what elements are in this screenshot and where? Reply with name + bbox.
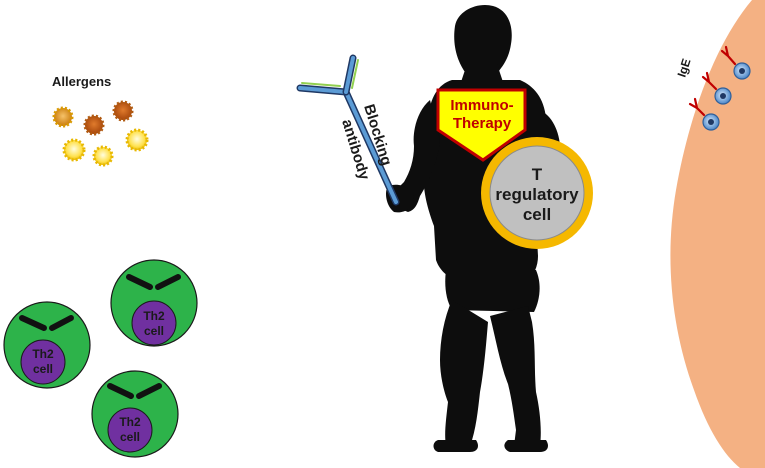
ige-receptor-1	[720, 45, 751, 80]
allergen-particle	[112, 100, 134, 122]
allergen-particle	[92, 145, 114, 167]
th2-label-line1: Th2	[143, 309, 165, 323]
allergen-particles	[52, 100, 149, 167]
th2-label-line2: cell	[33, 362, 53, 376]
allergen-particle	[52, 106, 74, 128]
th2-label-line2: cell	[120, 430, 140, 444]
mast-cell	[670, 0, 765, 468]
th2-label-line1: Th2	[32, 347, 54, 361]
th2-cell-3: Th2 cell	[91, 370, 179, 458]
ige-receptor-2	[701, 71, 732, 105]
ige-receptor-3	[688, 97, 720, 131]
treg-label-line1: T	[532, 165, 543, 184]
ige-receptor-group	[688, 45, 751, 131]
th2-label-line1: Th2	[119, 415, 141, 429]
treg-label-line3: cell	[523, 205, 551, 224]
th2-cell-2: Th2 cell	[110, 259, 198, 347]
th2-cell-1: Th2 cell	[3, 301, 91, 389]
treg-label-line2: regulatory	[495, 185, 579, 204]
th2-label-line2: cell	[144, 324, 164, 338]
therapy-label: Therapy	[453, 115, 512, 132]
immuno-label: Immuno-	[450, 97, 513, 114]
allergen-particle	[83, 114, 105, 136]
ige-label: IgE	[675, 57, 694, 79]
t-regulatory-cell-shield: T regulatory cell	[481, 137, 593, 249]
allergen-particle	[62, 138, 86, 162]
allergens-label: Allergens	[52, 74, 111, 89]
allergen-particle	[125, 128, 149, 152]
blocking-antibody	[296, 54, 400, 206]
immunotherapy-emblem: Immuno- Therapy	[436, 88, 527, 162]
